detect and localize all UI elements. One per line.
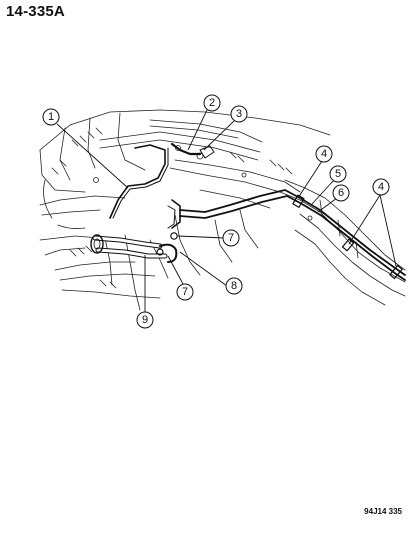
callout-4a: 4 bbox=[315, 145, 333, 163]
callout-5: 5 bbox=[329, 165, 347, 183]
figure-code: 94J14 335 bbox=[364, 507, 402, 516]
callout-4b: 4 bbox=[372, 178, 390, 196]
callout-4a-label: 4 bbox=[321, 148, 327, 160]
underbody-structure bbox=[39, 109, 406, 311]
fuel-lines bbox=[90, 142, 406, 281]
callout-3: 3 bbox=[230, 105, 248, 123]
callout-3-label: 3 bbox=[236, 108, 242, 120]
callout-9: 9 bbox=[136, 311, 154, 329]
callout-4b-label: 4 bbox=[378, 181, 384, 193]
callouts: 1 2 3 4 5 6 4 bbox=[42, 94, 390, 329]
page-code: 14-335A bbox=[6, 3, 65, 20]
callout-8: 8 bbox=[225, 277, 243, 295]
callout-5-label: 5 bbox=[335, 168, 341, 180]
callout-6-label: 6 bbox=[338, 187, 344, 199]
callout-1-label: 1 bbox=[48, 111, 54, 123]
callout-1: 1 bbox=[42, 108, 60, 126]
callout-9-label: 9 bbox=[142, 314, 148, 326]
callout-2-label: 2 bbox=[209, 97, 215, 109]
leader-lines bbox=[56, 109, 397, 313]
callout-7a-label: 7 bbox=[228, 232, 234, 244]
callout-7b-label: 7 bbox=[182, 286, 188, 298]
callout-6: 6 bbox=[332, 184, 350, 202]
callout-2: 2 bbox=[203, 94, 221, 112]
callout-7b: 7 bbox=[176, 283, 194, 301]
callout-8-label: 8 bbox=[231, 280, 237, 292]
callout-7a: 7 bbox=[222, 229, 240, 247]
